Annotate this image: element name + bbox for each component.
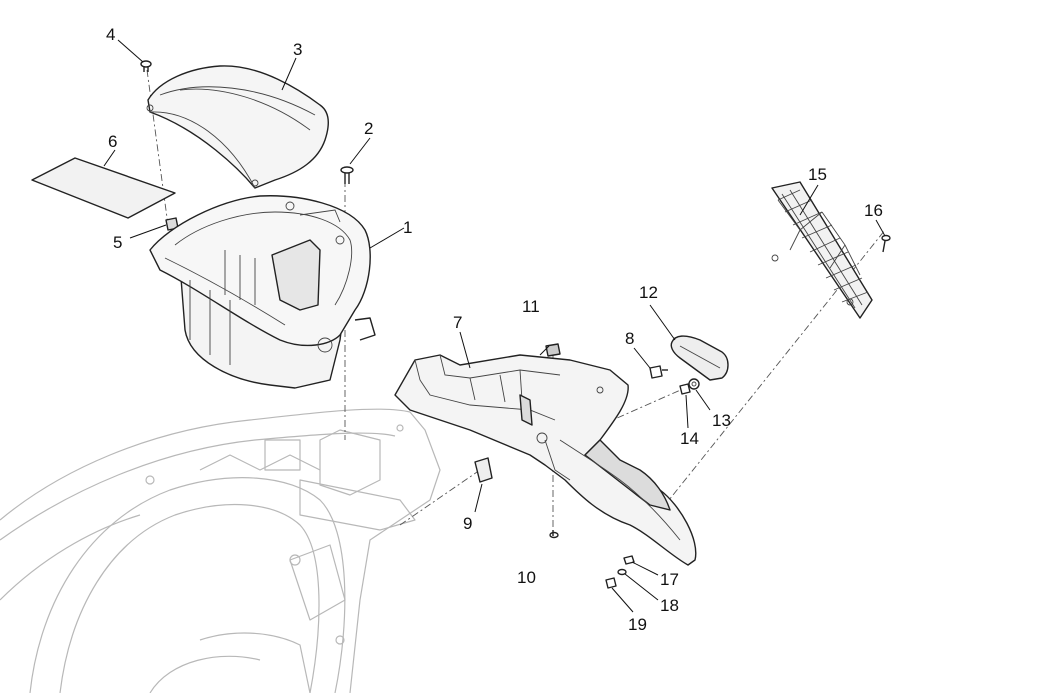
leader-lines — [103, 39, 886, 613]
callout-labels: 1 2 3 4 5 6 7 8 9 10 11 12 13 14 15 16 1… — [106, 25, 883, 634]
callout-1: 1 — [403, 218, 412, 237]
callout-18: 18 — [660, 596, 679, 615]
part-12-reflector — [670, 335, 729, 381]
part-18-washer — [617, 568, 627, 576]
callout-17: 17 — [660, 570, 679, 589]
callout-4: 4 — [106, 25, 115, 44]
callout-15: 15 — [808, 165, 827, 184]
part-13-washer — [688, 378, 700, 390]
callout-11: 11 — [522, 297, 540, 316]
part-6-pad — [31, 157, 176, 219]
part-11-clip — [545, 343, 561, 357]
part-7-plate-holder — [394, 354, 697, 566]
callout-7: 7 — [453, 313, 462, 332]
part-14-nut — [679, 383, 691, 395]
part-10-screw — [549, 530, 559, 539]
part-8-bolt — [649, 365, 668, 379]
callout-8: 8 — [625, 329, 634, 348]
part-4-screw — [140, 60, 152, 72]
part-9-bracket — [474, 457, 493, 483]
callout-12: 12 — [639, 283, 658, 302]
part-17-screw — [623, 555, 635, 565]
callout-6: 6 — [108, 132, 117, 151]
callout-19: 19 — [628, 615, 647, 634]
part-2-screw — [340, 166, 354, 184]
callout-5: 5 — [113, 233, 122, 252]
callout-10: 10 — [517, 568, 536, 587]
part-3-lid — [146, 65, 329, 189]
callout-2: 2 — [364, 119, 373, 138]
callout-16: 16 — [864, 201, 883, 220]
part-1-storage-box — [149, 195, 376, 389]
part-15-grille — [771, 181, 873, 319]
callout-3: 3 — [293, 40, 302, 59]
callout-14: 14 — [680, 429, 699, 448]
ghost-frame — [0, 408, 441, 693]
part-16-screw — [881, 234, 891, 253]
callout-13: 13 — [712, 411, 731, 430]
part-19-nut — [605, 577, 617, 589]
callout-9: 9 — [463, 514, 472, 533]
